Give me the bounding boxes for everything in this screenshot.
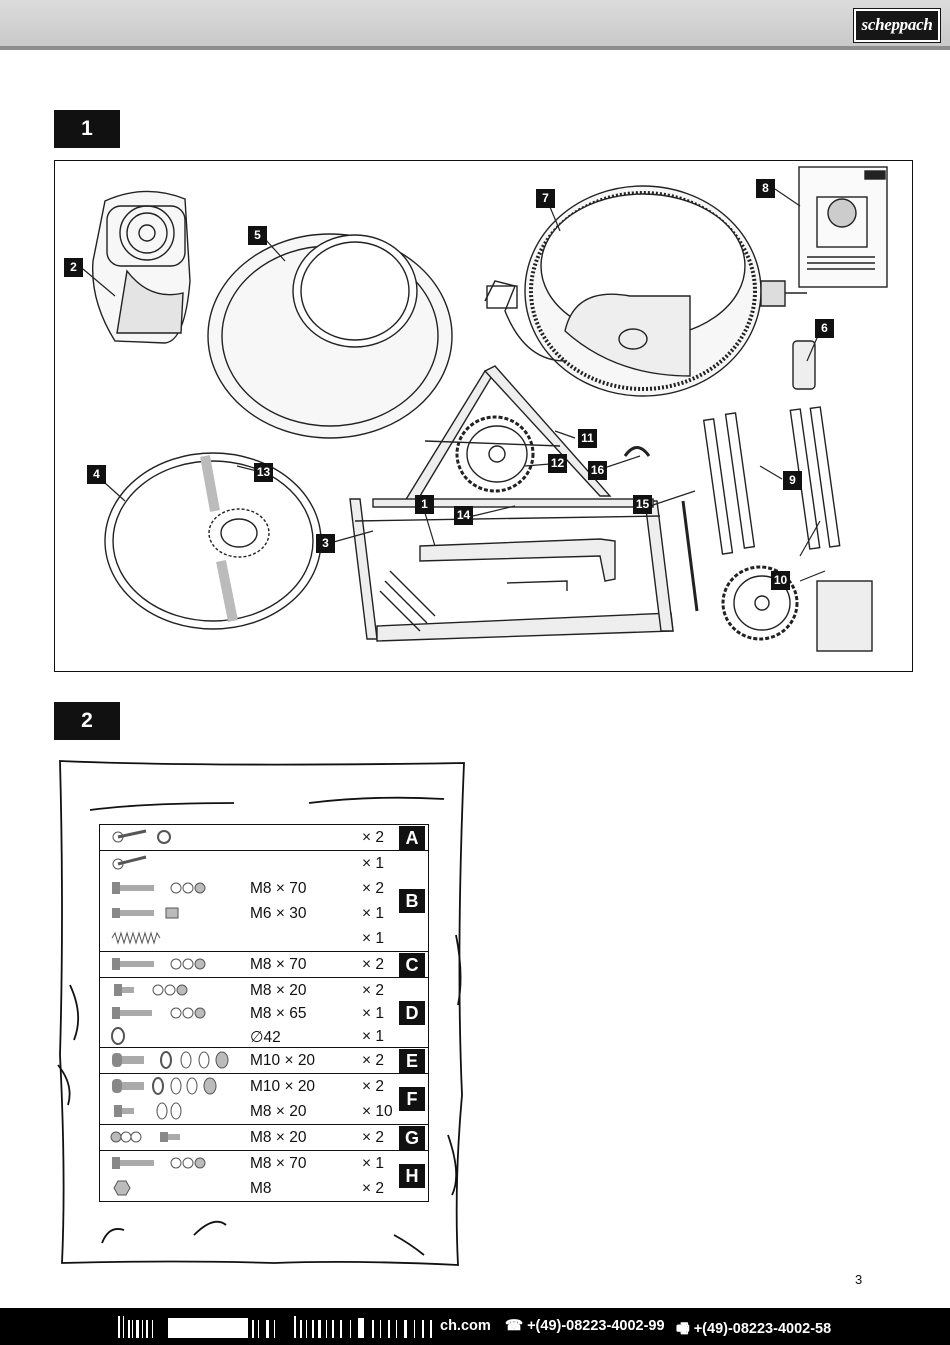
mixer-frame (349, 498, 674, 642)
group-letter-d: D (399, 1000, 425, 1025)
drive-ring (104, 452, 322, 630)
callout-9: 9 (783, 471, 802, 490)
footer-bar: ch.com ☎ +(49)-08223-4002-99 🖷 +(49)-082… (0, 1308, 950, 1345)
callout-7: 7 (536, 189, 555, 208)
parts-group-f: M10 × 20 × 2 M8 × 20 × 10 F (100, 1073, 428, 1124)
part-row: M8 × 20 × 2 (100, 978, 428, 1001)
bolt-washer-nut-icon (112, 958, 206, 970)
clamp (623, 446, 651, 457)
wheel (455, 415, 535, 493)
pin (506, 580, 568, 591)
callout-15: 15 (633, 495, 652, 514)
bolt-washer-nut-icon (112, 1007, 206, 1019)
callout-6: 6 (815, 319, 834, 338)
callout-16: 16 (588, 461, 607, 480)
wheel-second (721, 565, 799, 641)
footer-url[interactable]: ch.com (440, 1318, 491, 1334)
parts-group-h: M8 × 70 × 1 M8 × 2 H (100, 1150, 428, 1201)
pin-washer-icon (112, 829, 171, 844)
header-bar: scheppach (0, 0, 950, 50)
callout-11: 11 (578, 429, 597, 448)
hardware-parts-list: × 2 A × 1 M8 × 70 × 2 M6 × 30 × 1 × 1 B (99, 824, 429, 1202)
part-row: M8 × 20 × 10 (100, 1099, 428, 1124)
part-row: M10 × 20 × 2 (100, 1048, 428, 1073)
screw-bag (816, 580, 873, 652)
bolt-washer-nut-icon (112, 882, 206, 894)
callout-8: 8 (756, 179, 775, 198)
callout-14: 14 (454, 506, 473, 525)
nut-washer-bolt-icon (110, 1131, 180, 1143)
part-row: M8 × 70 × 1 (100, 1151, 428, 1176)
parts-group-e: M10 × 20 × 2 E (100, 1047, 428, 1073)
brand-logo: scheppach (853, 8, 941, 43)
part-row: × 1 (100, 851, 428, 876)
callout-2: 2 (64, 258, 83, 277)
bolt-washer-nut-icon (112, 1157, 206, 1169)
section-1-label: 1 (54, 110, 120, 148)
part-row: M10 × 20 × 2 (100, 1074, 428, 1099)
callout-5: 5 (248, 226, 267, 245)
callout-1: 1 (415, 495, 434, 514)
part-row: M8 × 70 × 2 (100, 876, 428, 901)
group-letter-h: H (399, 1164, 425, 1188)
nut-icon (113, 1180, 131, 1196)
callout-10: 10 (771, 571, 790, 590)
callout-4: 4 (87, 465, 106, 484)
parts-group-a: × 2 A (100, 825, 428, 850)
part-row: ∅42 × 1 (100, 1024, 428, 1047)
a-frame-stand (372, 365, 654, 508)
part-row: × 2 (100, 825, 428, 850)
callout-13: 13 (254, 463, 273, 482)
part-row: M8 × 20 × 2 (100, 1125, 428, 1150)
group-letter-g: G (399, 1125, 425, 1150)
part-row: × 1 (100, 926, 428, 951)
axle-bracket (419, 538, 616, 582)
phone-icon: ☎ (505, 1318, 528, 1334)
bolt-nut-icon (112, 907, 179, 919)
callout-12: 12 (548, 454, 567, 473)
part-row: M8 × 65 × 1 (100, 1001, 428, 1024)
tilt-rod (681, 500, 699, 612)
instruction-manual (798, 166, 888, 288)
parts-group-b: × 1 M8 × 70 × 2 M6 × 30 × 1 × 1 B (100, 850, 428, 951)
fax-icon: 🖷 (676, 1321, 694, 1337)
screw-washers-nut-icon (112, 1051, 229, 1069)
motor-housing (91, 190, 191, 344)
motor-bracket (792, 340, 816, 390)
part-row: M8 × 2 (100, 1176, 428, 1201)
bolt-washer-nut-icon (114, 984, 188, 996)
barcode-strip (118, 1316, 432, 1338)
drum-bottom (484, 185, 807, 397)
exploded-parts-illustration: 2 5 7 8 6 11 12 16 9 4 13 1 14 15 3 10 (54, 160, 913, 672)
pin-icon (112, 855, 147, 870)
parts-group-d: M8 × 20 × 2 M8 × 65 × 1 ∅42 × 1 D (100, 977, 428, 1047)
group-letter-b: B (399, 889, 425, 913)
part-row: M8 × 70 × 2 (100, 952, 428, 977)
footer-phone: ☎ +(49)-08223-4002-99 (505, 1318, 665, 1334)
spring-icon (111, 931, 161, 945)
bolt-washers-icon (114, 1102, 182, 1120)
group-letter-e: E (399, 1048, 425, 1073)
drum-top (207, 233, 453, 439)
section-2-label: 2 (54, 702, 120, 740)
ring-icon (111, 1027, 125, 1045)
parts-group-c: M8 × 70 × 2 C (100, 951, 428, 977)
page-number: 3 (855, 1272, 863, 1287)
footer-fax: 🖷 +(49)-08223-4002-58 (676, 1321, 832, 1337)
screw-washers-nut-icon (112, 1077, 217, 1095)
group-letter-f: F (399, 1087, 425, 1111)
group-letter-c: C (399, 952, 425, 977)
hardware-bag-outline (57, 760, 465, 1266)
group-letter-a: A (399, 825, 425, 850)
callout-3: 3 (316, 534, 335, 553)
support-legs (702, 406, 841, 555)
parts-group-g: M8 × 20 × 2 G (100, 1124, 428, 1150)
part-row: M6 × 30 × 1 (100, 901, 428, 926)
